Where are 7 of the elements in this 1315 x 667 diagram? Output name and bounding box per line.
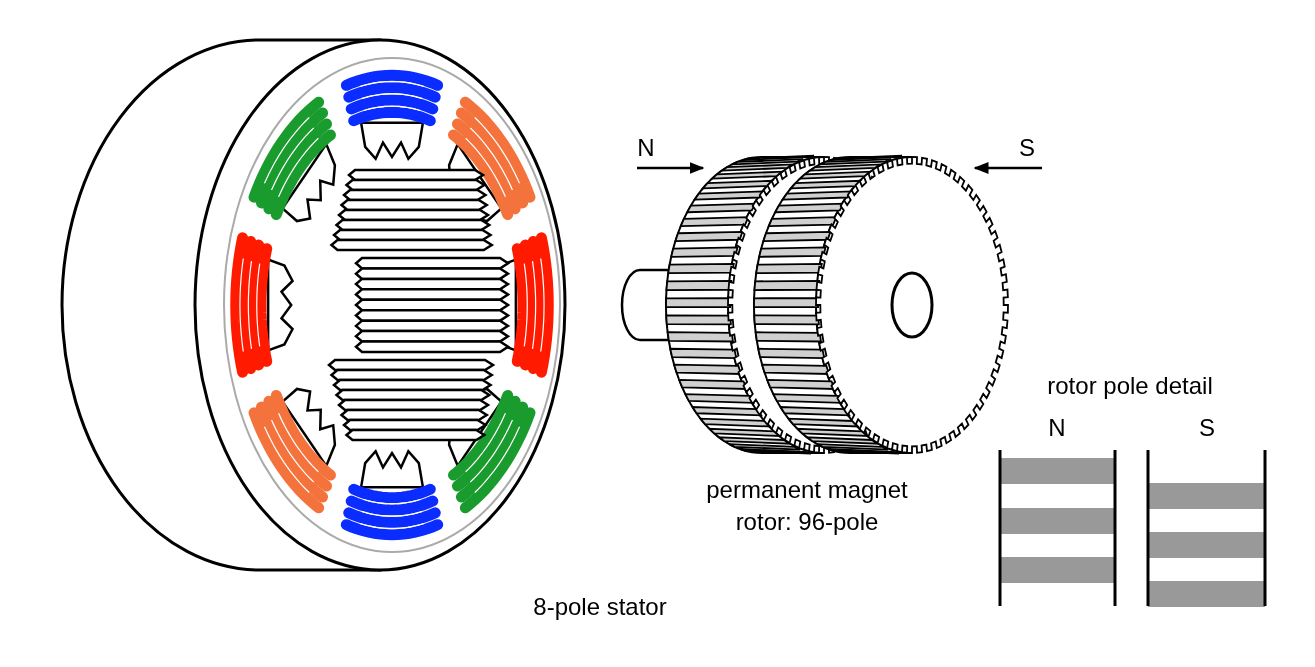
pole-label: N <box>1048 413 1066 443</box>
detail-title: rotor pole detail <box>1047 371 1213 401</box>
pole-label: S <box>1019 133 1035 163</box>
pole-label: N <box>637 133 655 163</box>
rotor-caption: permanent magnet rotor: 96-pole <box>705 475 909 537</box>
pole-label: S <box>1199 413 1215 443</box>
stator-caption: 8-pole stator <box>533 592 667 622</box>
